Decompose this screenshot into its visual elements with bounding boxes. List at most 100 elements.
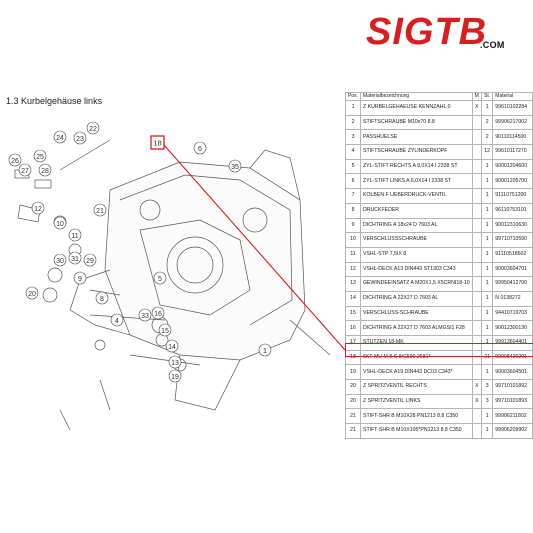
svg-text:30: 30 bbox=[56, 258, 64, 265]
cell-m bbox=[471, 246, 483, 263]
callout-18[interactable]: 18 bbox=[150, 135, 165, 150]
svg-text:24: 24 bbox=[56, 135, 64, 142]
cell-st: 1 bbox=[480, 408, 494, 425]
cell-st: 21 bbox=[480, 349, 494, 366]
cell-material: 99906211802 bbox=[492, 408, 533, 425]
cell-material: 91110518602 bbox=[492, 246, 533, 263]
svg-text:28: 28 bbox=[41, 168, 49, 175]
cell-material: 99710101893 bbox=[492, 393, 533, 410]
svg-text:6: 6 bbox=[198, 146, 202, 153]
cell-pos: 20 bbox=[344, 393, 362, 410]
sigtb-logo[interactable]: SIGTB bbox=[366, 14, 514, 48]
svg-text:15: 15 bbox=[161, 328, 169, 335]
cell-st: 1 bbox=[480, 158, 494, 175]
callout-20: 20 bbox=[25, 286, 39, 300]
cell-material: 99913604401 bbox=[492, 335, 533, 351]
cell-pos: 21 bbox=[344, 423, 362, 439]
cell-desc: VSHL-DECK A19 DIN443 DC03 C343* bbox=[360, 364, 473, 381]
callout-5: 5 bbox=[153, 271, 167, 285]
svg-text:29: 29 bbox=[86, 258, 94, 265]
cell-desc: VSHL-DECK A13 DIN443 ST1303 C343 bbox=[360, 261, 473, 278]
cell-m bbox=[471, 423, 483, 439]
callout-31: 31 bbox=[68, 251, 82, 265]
cell-desc: STUTZEN 18-MK bbox=[360, 335, 473, 351]
svg-text:8: 8 bbox=[100, 296, 104, 303]
cell-pos: 7 bbox=[344, 188, 362, 204]
cell-m bbox=[471, 320, 483, 336]
cell-desc: Z KURBELGEHAEUSE KENNZAHL 0 bbox=[360, 100, 473, 116]
cell-m bbox=[471, 290, 483, 307]
parts-table: Pos. Materialbezeichnung M St. Material … bbox=[344, 92, 533, 439]
cell-m bbox=[471, 188, 483, 204]
cell-desc: VERSCHLUSSSCHRAUBE bbox=[360, 232, 473, 248]
cell-m bbox=[471, 364, 483, 381]
cell-pos: 20 bbox=[344, 379, 362, 395]
cell-m bbox=[471, 114, 483, 131]
cell-material: 94410719703 bbox=[492, 305, 533, 322]
cell-m bbox=[471, 158, 483, 175]
cell-m bbox=[471, 232, 483, 248]
cell-st: 1 bbox=[480, 217, 494, 234]
cell-pos: 11 bbox=[344, 246, 362, 263]
callout-24: 24 bbox=[53, 130, 67, 144]
cell-pos: 2 bbox=[344, 114, 362, 131]
col-material: Material bbox=[492, 92, 533, 101]
cell-st: 2 bbox=[480, 114, 494, 131]
logo-domain: .COM bbox=[480, 40, 505, 50]
cell-desc: GEWINDEEINSATZ A M20X1,5 X5CRNI18-10 bbox=[360, 276, 473, 292]
svg-text:10: 10 bbox=[56, 221, 64, 228]
cell-st: 1 bbox=[480, 202, 494, 219]
callout-15: 15 bbox=[158, 323, 172, 337]
cell-desc: DICHTRING A 18x24 D 7603 AL bbox=[360, 217, 473, 234]
cell-desc: DICHTRING A 22X27 D 7603 AL bbox=[360, 290, 473, 307]
callout-35: 35 bbox=[228, 159, 242, 173]
exploded-diagram: 18 22 24 23 25 26 27 28 6 35 12 21 10 11… bbox=[8, 121, 345, 431]
cell-m bbox=[471, 129, 483, 146]
svg-text:18: 18 bbox=[153, 139, 161, 148]
cell-st: 1 bbox=[480, 305, 494, 322]
cell-st: 1 bbox=[480, 232, 494, 248]
svg-text:16: 16 bbox=[154, 311, 162, 318]
cell-m bbox=[471, 217, 483, 234]
callout-13: 13 bbox=[168, 355, 182, 369]
cell-material: 90003604501 bbox=[492, 364, 533, 381]
cell-pos: 15 bbox=[344, 305, 362, 322]
callout-33: 33 bbox=[138, 308, 152, 322]
cell-st: 1 bbox=[480, 423, 494, 439]
cell-desc: PASSHUELSE bbox=[360, 129, 473, 146]
cell-material: 90003604701 bbox=[492, 261, 533, 278]
svg-text:26: 26 bbox=[11, 158, 19, 165]
cell-st: 3 bbox=[480, 379, 494, 395]
cell-desc: KOLBEN F UEBERDRUCK-VENTIL bbox=[360, 188, 473, 204]
svg-text:23: 23 bbox=[76, 136, 84, 143]
cell-material: 99906209902 bbox=[492, 423, 533, 439]
svg-text:19: 19 bbox=[171, 374, 179, 381]
callout-1: 1 bbox=[258, 343, 272, 357]
callout-21: 21 bbox=[93, 203, 107, 217]
cell-m bbox=[471, 261, 483, 278]
svg-text:9: 9 bbox=[78, 276, 82, 283]
